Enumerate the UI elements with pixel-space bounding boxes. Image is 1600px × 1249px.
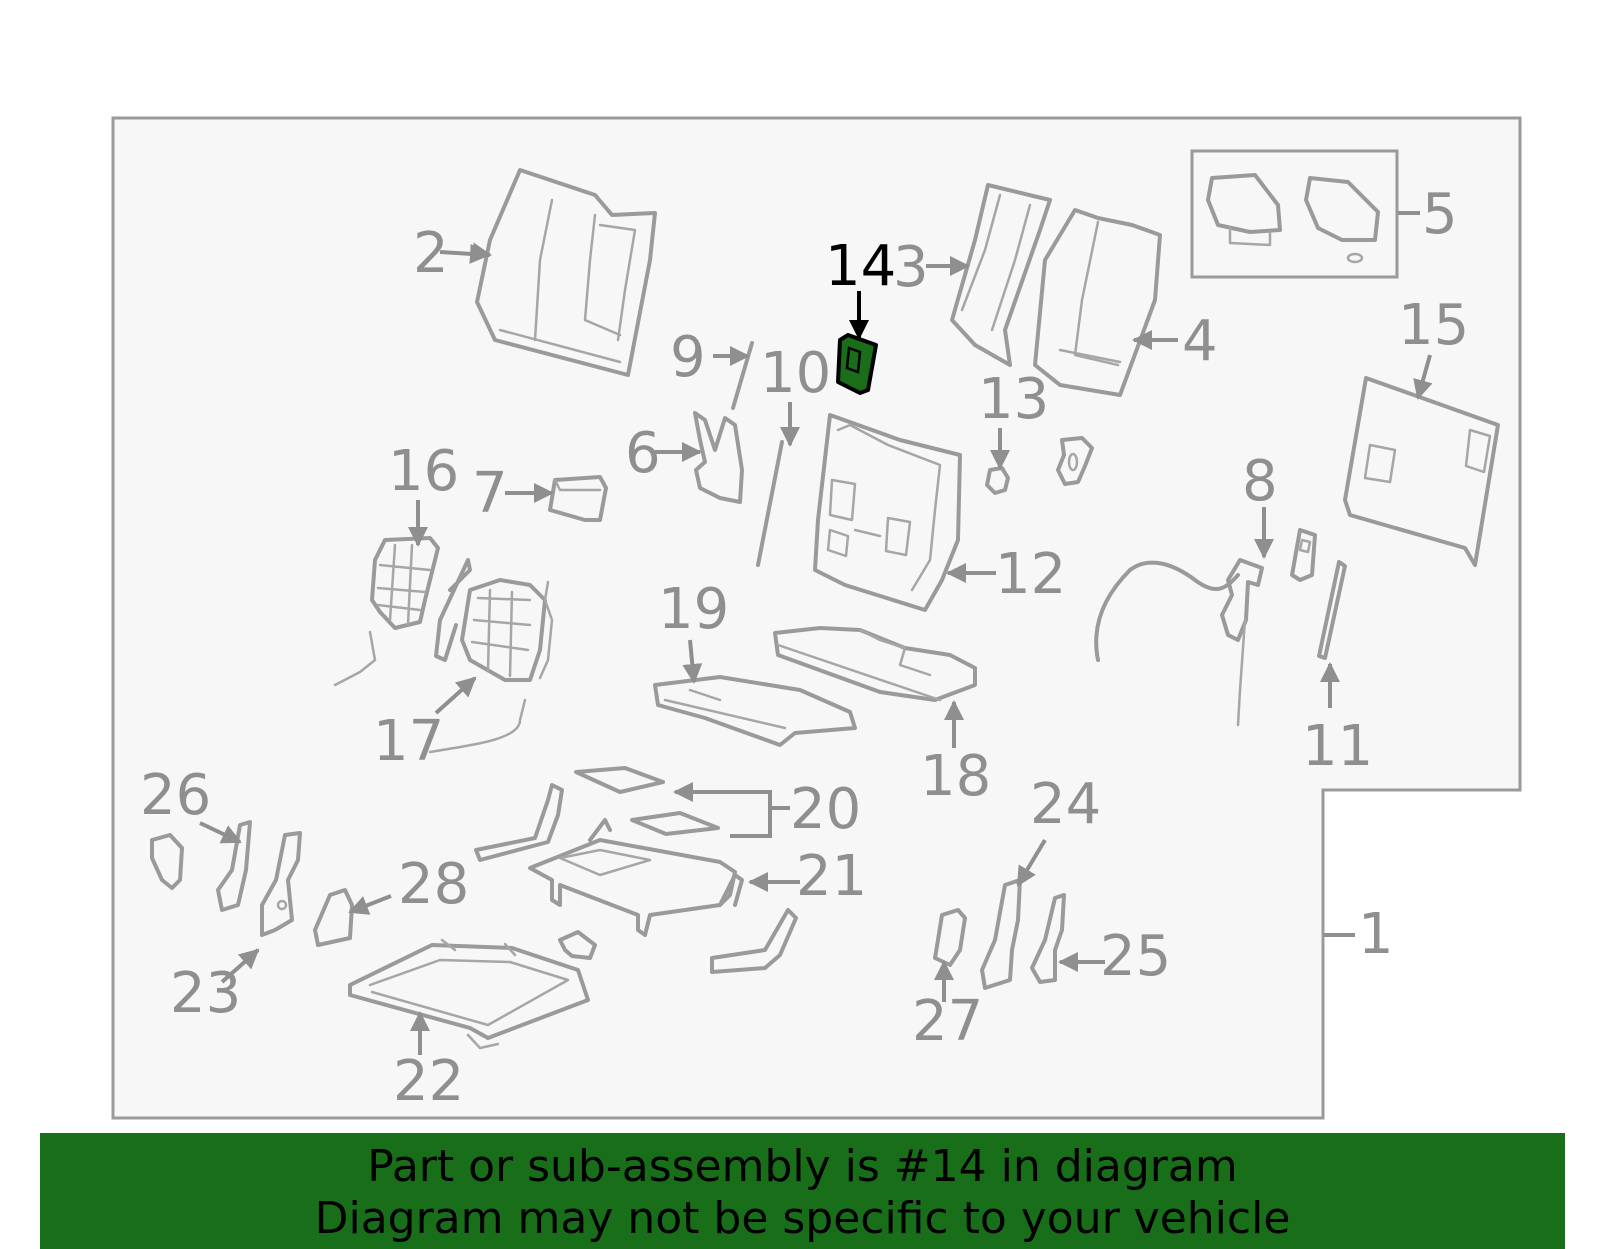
- callout-15: 15: [1398, 293, 1469, 358]
- callout-21: 21: [796, 844, 867, 909]
- callout-4: 4: [1182, 309, 1218, 374]
- part-19-cushion[interactable]: [653, 675, 857, 747]
- callout-3: 3: [893, 235, 929, 300]
- callout-23: 23: [170, 961, 241, 1026]
- part-21-lower-frame[interactable]: [474, 783, 744, 937]
- part-25-bracket[interactable]: [1030, 893, 1066, 984]
- part-24-bracket[interactable]: [980, 878, 1022, 990]
- footer-line-1: Part or sub-assembly is #14 in diagram: [367, 1141, 1238, 1192]
- callout-6: 6: [625, 421, 661, 486]
- leader-lines: [199, 211, 1433, 1055]
- part-17-seat-frame[interactable]: [428, 558, 554, 754]
- part-5-headrests[interactable]: [1206, 173, 1380, 264]
- callout-22: 22: [393, 1049, 464, 1114]
- part-22-base-frame[interactable]: [348, 938, 590, 1050]
- part-14-highlighted[interactable]: [836, 333, 878, 395]
- callout-12: 12: [995, 542, 1066, 607]
- callout-14-highlighted: 14: [825, 234, 896, 299]
- callout-13: 13: [978, 367, 1049, 432]
- part-26-latch[interactable]: [150, 833, 184, 890]
- part-11-rod[interactable]: [1317, 560, 1347, 660]
- floor-bracket: [710, 908, 798, 974]
- part-8-cable[interactable]: [1094, 558, 1264, 727]
- callout-18: 18: [920, 744, 991, 809]
- headrest-group-box: [1190, 149, 1399, 279]
- part-27-clip[interactable]: [933, 908, 967, 967]
- part-7-block[interactable]: [548, 475, 608, 522]
- callout-8: 8: [1242, 449, 1278, 514]
- callout-7: 7: [472, 461, 508, 526]
- callout-26: 26: [140, 763, 211, 828]
- clip-bracket: [1056, 436, 1094, 486]
- part-2-seat-back-left[interactable]: [475, 168, 657, 377]
- callout-10: 10: [760, 341, 831, 406]
- callout-25: 25: [1100, 924, 1171, 989]
- callout-1: 1: [1358, 902, 1394, 967]
- spring-clip: [558, 930, 597, 960]
- part-20-pads[interactable]: [574, 766, 720, 836]
- callout-labels: 1 2 3 4 5 6 7 8 9 10 11 12 13 14 15 16 1…: [140, 182, 1469, 1114]
- part-11-handle: [1290, 528, 1317, 582]
- part-23-hinge[interactable]: [260, 831, 302, 937]
- callout-9: 9: [670, 325, 706, 390]
- callout-27: 27: [912, 989, 983, 1054]
- callout-24: 24: [1030, 772, 1101, 837]
- callout-17: 17: [373, 709, 444, 774]
- part-16-frame[interactable]: [333, 536, 440, 687]
- part-15-panel[interactable]: [1343, 376, 1500, 567]
- assembly-outline: [111, 116, 1522, 1120]
- callout-20: 20: [790, 777, 861, 842]
- part-18-cushion[interactable]: [773, 626, 977, 702]
- part-26-bracket[interactable]: [216, 820, 252, 912]
- callout-11: 11: [1302, 714, 1373, 779]
- callout-2: 2: [413, 221, 449, 286]
- footer-line-2: Diagram may not be specific to your vehi…: [314, 1193, 1291, 1244]
- part-10-long-rod[interactable]: [756, 440, 784, 567]
- callout-28: 28: [398, 852, 469, 917]
- part-28-cover[interactable]: [313, 888, 354, 947]
- footer-banner: Part or sub-assembly is #14 in diagram D…: [40, 1133, 1565, 1249]
- callout-16: 16: [388, 439, 459, 504]
- part-12-back-panel[interactable]: [813, 413, 962, 612]
- callout-5: 5: [1422, 182, 1458, 247]
- part-6-bracket[interactable]: [693, 411, 744, 504]
- callout-19: 19: [658, 577, 729, 642]
